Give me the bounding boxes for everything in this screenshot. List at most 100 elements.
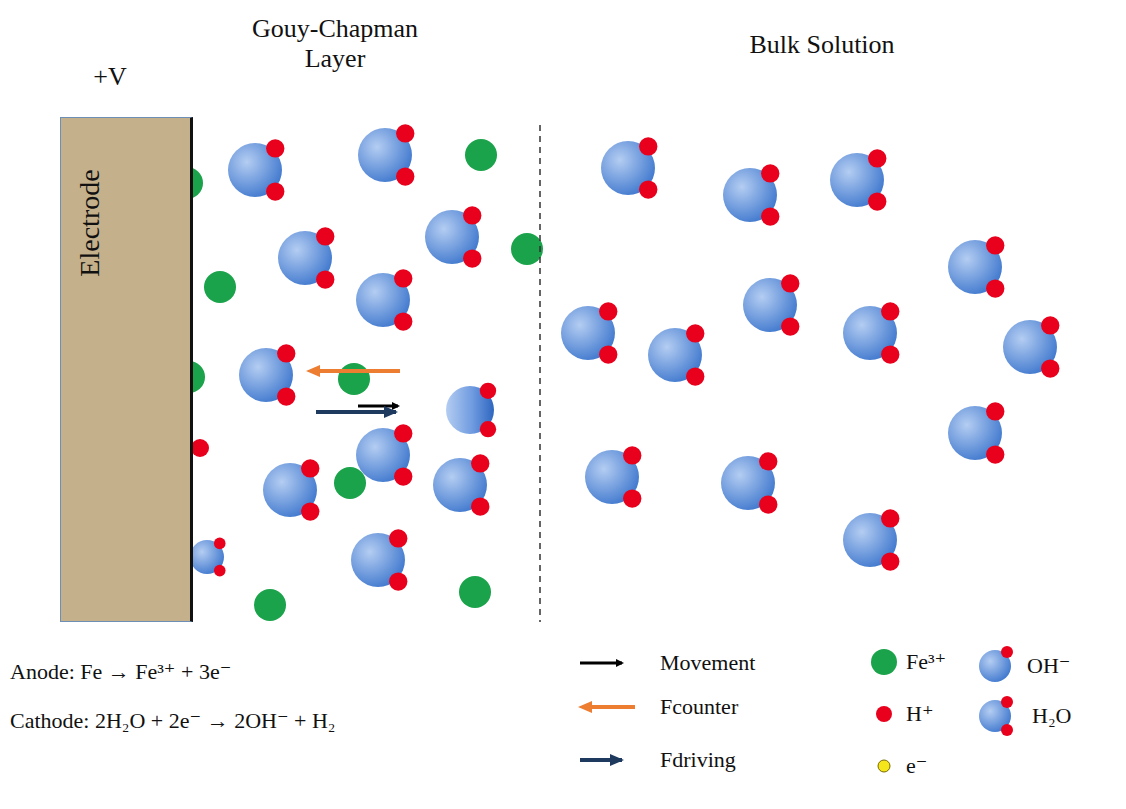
hydrogen-atom	[277, 387, 295, 405]
hydrogen-atom	[463, 206, 481, 224]
hydrogen-atom	[686, 367, 704, 385]
legend-label: H₂O	[1032, 703, 1071, 728]
water-molecule	[433, 454, 489, 516]
driving-force-arrow	[316, 410, 396, 414]
hydrogen-atom	[599, 302, 617, 320]
hydrogen-atom	[986, 402, 1004, 420]
hydrogen-atom	[986, 445, 1004, 463]
water-molecule	[228, 139, 284, 201]
hydrogen-atom	[277, 344, 295, 362]
water-molecule	[1003, 316, 1059, 378]
legend-label: Movement	[660, 650, 755, 675]
hydrogen-atom	[761, 207, 779, 225]
legend-label: Fdriving	[660, 747, 736, 772]
hydrogen-atom	[1041, 316, 1059, 334]
hydrogen-atom	[394, 424, 412, 442]
hydrogen-atom	[868, 149, 886, 167]
hydrogen-atom	[1041, 359, 1059, 377]
water-molecule	[948, 236, 1004, 298]
legend-samples	[580, 646, 1013, 772]
hydrogen-atom	[480, 383, 496, 399]
legend-swatch	[876, 706, 892, 722]
hydrogen-atom	[623, 446, 641, 464]
hydrogen-atom	[394, 312, 412, 330]
reaction-equation: Cathode: 2H₂O + 2e⁻ → 2OH⁻ + H₂	[10, 708, 336, 733]
water-molecule	[648, 324, 704, 386]
reaction-equation: Anode: Fe → Fe³⁺ + 3e⁻	[10, 659, 231, 684]
hydrogen-atom	[480, 421, 496, 437]
hydrogen-atom	[266, 139, 284, 157]
hydrogen-atom	[761, 164, 779, 182]
hydrogen-atom	[881, 552, 899, 570]
water-molecule	[585, 446, 641, 508]
hydrogen-atom	[389, 572, 407, 590]
region-heading: Gouy-Chapman Layer	[225, 14, 445, 74]
hydrogen-atom	[214, 538, 226, 550]
electrode-plate: Electrode	[60, 117, 193, 622]
legend-arrow	[580, 662, 622, 665]
iron-ion	[204, 271, 236, 303]
water-molecule	[358, 124, 414, 186]
iron-ion	[254, 589, 286, 621]
legend-arrow	[590, 705, 635, 709]
hydrogen-atom	[471, 454, 489, 472]
hydrogen-atom	[463, 249, 481, 267]
water-molecules	[155, 124, 1059, 621]
legend-label: e⁻	[906, 753, 927, 778]
water-molecule	[948, 402, 1004, 464]
water-molecule	[723, 164, 779, 226]
water-molecule	[561, 302, 617, 364]
iron-ion	[334, 467, 366, 499]
legend-swatch	[871, 649, 897, 675]
water-molecule	[263, 459, 319, 521]
iron-ion	[465, 139, 497, 171]
hydrogen-atom	[316, 270, 334, 288]
water-molecule	[843, 509, 899, 571]
hydrogen-atom	[759, 495, 777, 513]
hydrogen-atom	[301, 459, 319, 477]
hydrogen-atom	[986, 236, 1004, 254]
voltage-label: +V	[93, 62, 126, 92]
legend-arrow	[580, 758, 622, 762]
hydrogen-atom	[686, 324, 704, 342]
water-molecule	[356, 269, 412, 331]
hydrogen-atom	[214, 565, 226, 577]
legend-label: Fe³⁺	[906, 649, 946, 674]
iron-ion	[511, 233, 543, 265]
hydrogen-atom	[781, 317, 799, 335]
region-heading: Bulk Solution	[749, 30, 894, 60]
hydrogen-atom	[759, 452, 777, 470]
hydrogen-atom	[471, 497, 489, 515]
hydrogen-atom	[316, 227, 334, 245]
water-molecule	[239, 344, 295, 406]
hydrogen-atom	[781, 274, 799, 292]
counter-force-arrow	[318, 369, 400, 373]
water-molecule	[351, 529, 407, 591]
hydrogen-atom	[396, 167, 414, 185]
hydrogen-atom	[599, 345, 617, 363]
hydrogen-atom	[881, 509, 899, 527]
water-molecule	[425, 206, 481, 268]
hydrogen-atom	[639, 180, 657, 198]
hydrogen-atom	[639, 137, 657, 155]
water-molecule	[721, 452, 777, 514]
movement-arrow	[358, 405, 398, 408]
legend-label: Fcounter	[660, 694, 738, 719]
water-molecule	[743, 274, 799, 336]
proton	[191, 439, 209, 457]
water-molecule	[278, 227, 334, 289]
hydrogen-atom	[986, 279, 1004, 297]
water-molecule	[843, 302, 899, 364]
electrode-label: Electrode	[76, 169, 104, 276]
legend-label: OH⁻	[1027, 653, 1070, 678]
hydrogen-atom	[389, 529, 407, 547]
legend-label: H⁺	[906, 701, 934, 726]
hydrogen-atom	[868, 192, 886, 210]
iron-ion	[459, 576, 491, 608]
hydrogen-atom	[396, 124, 414, 142]
iron-ion	[338, 363, 370, 395]
hydrogen-atom	[301, 502, 319, 520]
water-molecule	[446, 383, 496, 438]
layer-boundary	[539, 125, 541, 622]
